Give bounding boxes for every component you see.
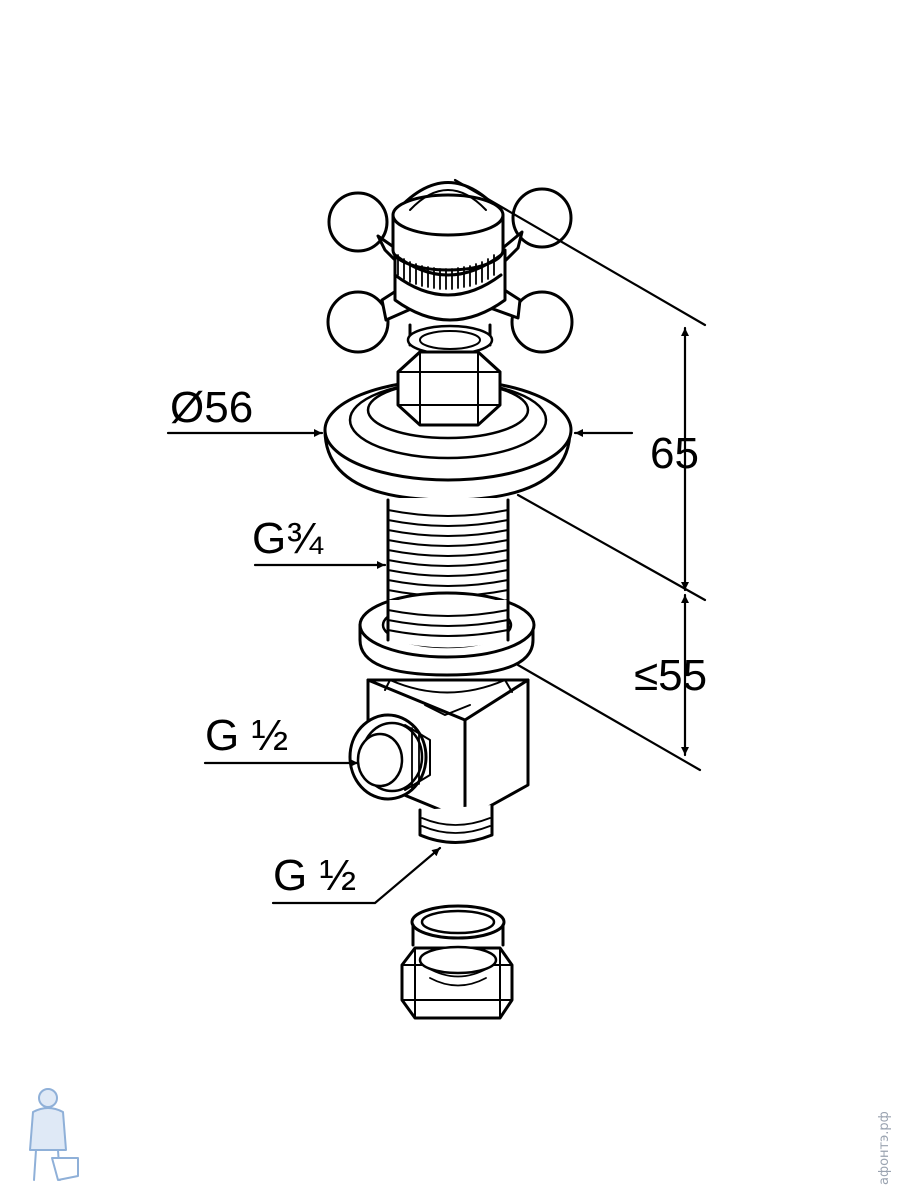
shank-thread-label: G¾ [252, 514, 324, 563]
handle-ball-top-left [327, 191, 389, 253]
handle-ball-bottom-left [326, 290, 390, 354]
diameter-label: Ø56 [170, 383, 253, 432]
height-upper-label: 65 [650, 429, 699, 478]
height-lower-label: ≤55 [634, 651, 707, 700]
compression-nut [400, 904, 514, 1020]
valve-body [348, 678, 530, 844]
watermark-text: афонтэ.рф [877, 1111, 892, 1185]
plumber-mascot-icon [29, 1088, 79, 1181]
knurled-ring [397, 254, 495, 290]
escutcheon-flange [323, 350, 573, 502]
dimension-lines [166, 178, 707, 905]
side-outlet-thread-label: G ½ [205, 711, 288, 760]
lock-washer [358, 591, 536, 677]
handle-ball-top-right [511, 187, 573, 249]
handle-ball-bottom-right [510, 290, 574, 354]
bottom-outlet-thread-label: G ½ [273, 851, 356, 900]
bottom-outlet [418, 803, 494, 844]
